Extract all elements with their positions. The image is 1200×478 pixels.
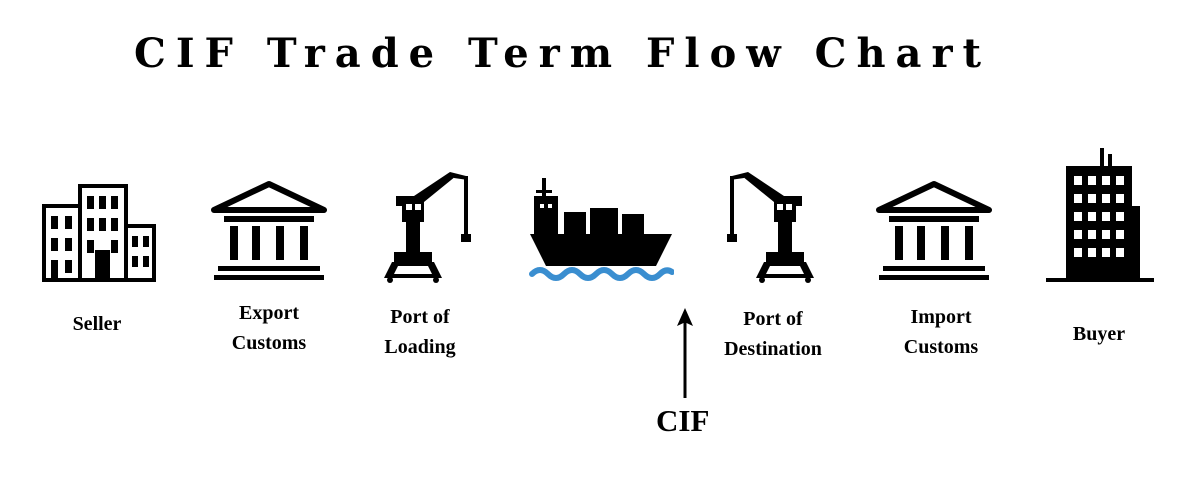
cargo-ship-icon — [529, 178, 674, 281]
stage-label-port-of-destination: Port of Destination — [724, 308, 822, 360]
skyscraper-icon — [1046, 148, 1154, 282]
harbor-crane-icon — [384, 172, 471, 283]
harbor-crane-icon — [727, 172, 814, 283]
page-title: CIF Trade Term Flow Chart — [133, 30, 992, 77]
customs-building-icon — [876, 181, 992, 280]
stage-label-export-customs: Export Customs — [231, 302, 307, 354]
stage-label-buyer: Buyer — [1072, 323, 1126, 345]
office-building-icon — [42, 184, 156, 282]
stage-label-seller: Seller — [72, 313, 122, 335]
cif-marker-label: CIF — [656, 403, 710, 438]
customs-building-icon — [211, 181, 327, 280]
stage-label-import-customs: Import Customs — [903, 306, 979, 358]
stage-label-port-of-loading: Port of Loading — [384, 306, 456, 358]
arrow-up-icon — [677, 308, 693, 398]
